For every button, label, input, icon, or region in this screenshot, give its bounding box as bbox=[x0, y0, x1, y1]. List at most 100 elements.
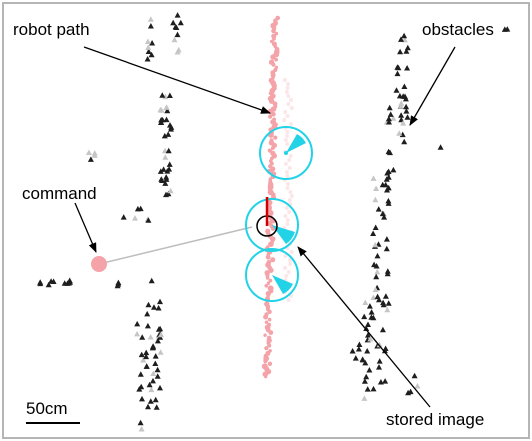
obstacle-point bbox=[387, 111, 394, 117]
obstacle-point bbox=[401, 32, 408, 39]
obstacle-point bbox=[115, 279, 122, 286]
obstacle-point bbox=[385, 184, 392, 191]
obstacle-point bbox=[411, 372, 418, 379]
obstacle-point bbox=[134, 320, 141, 327]
obstacle-point bbox=[149, 40, 156, 46]
robot-path-faint-dot bbox=[285, 218, 290, 222]
robot-path-faint-dot bbox=[284, 274, 289, 278]
obstacle-point bbox=[147, 23, 154, 29]
obstacle-point bbox=[150, 370, 157, 376]
robot-path-faint-dot bbox=[283, 266, 288, 270]
obstacle-point bbox=[376, 364, 382, 370]
obstacle-point bbox=[157, 168, 164, 174]
obstacle-point bbox=[154, 373, 161, 379]
obstacle-point bbox=[352, 355, 359, 361]
robot-path-dot bbox=[265, 273, 270, 278]
obstacle-point bbox=[385, 115, 392, 122]
robot-path-dot bbox=[271, 62, 276, 67]
obstacle-point bbox=[139, 395, 145, 402]
obstacle-point bbox=[366, 303, 373, 309]
stored-image-label: stored image bbox=[386, 410, 484, 429]
obstacle-point bbox=[85, 149, 92, 155]
obstacle-point bbox=[376, 358, 383, 364]
obstacle-point bbox=[150, 344, 156, 350]
robot-path-faint-dot bbox=[289, 98, 293, 102]
obstacle-point bbox=[382, 181, 389, 188]
obstacle-point bbox=[167, 122, 173, 128]
obstacle-point bbox=[362, 359, 369, 366]
robot-path-dot bbox=[273, 135, 278, 140]
obstacle-point bbox=[163, 116, 170, 123]
obstacle-point bbox=[145, 301, 152, 308]
robot-path-label: robot path bbox=[13, 20, 90, 39]
robot-path-faint-dot bbox=[284, 90, 289, 94]
obstacle-point bbox=[138, 426, 145, 432]
obstacle-point bbox=[372, 241, 379, 248]
robot-path-dot bbox=[264, 320, 269, 324]
obstacle-point bbox=[144, 38, 151, 44]
obstacle-point bbox=[145, 217, 152, 223]
robot-path-dot bbox=[263, 314, 269, 320]
obstacle-point bbox=[152, 396, 159, 403]
obstacle-point bbox=[359, 356, 366, 362]
robot-path-dot bbox=[265, 291, 271, 297]
obstacle-point bbox=[403, 108, 410, 114]
obstacle-point bbox=[143, 349, 150, 356]
robot-path-faint-dot bbox=[285, 174, 290, 178]
robot-path-dot bbox=[264, 375, 268, 379]
obstacles-arrow bbox=[409, 46, 456, 126]
robot-path-dot bbox=[267, 309, 272, 314]
obstacle-point bbox=[390, 115, 397, 121]
scale-label: 50cm bbox=[26, 399, 68, 418]
obstacle-point bbox=[382, 293, 389, 299]
obstacle-point bbox=[138, 351, 145, 358]
obstacle-point bbox=[376, 296, 382, 303]
obstacle-point bbox=[364, 348, 371, 354]
robot-path-faint-dot bbox=[288, 190, 293, 194]
robot-path-faint-dot bbox=[287, 210, 292, 214]
obstacle-point bbox=[364, 386, 371, 392]
obstacle-point bbox=[165, 131, 172, 137]
stored-image-marker bbox=[245, 198, 299, 252]
obstacle-point bbox=[162, 154, 169, 160]
obstacle-point bbox=[400, 120, 407, 126]
obstacle-point bbox=[163, 176, 170, 182]
robot-path-faint-dot bbox=[285, 134, 289, 138]
command-point bbox=[91, 256, 107, 272]
obstacle-point bbox=[45, 281, 52, 288]
robot-path-faint-dot bbox=[289, 122, 294, 126]
obstacle-point bbox=[147, 16, 154, 22]
robot-path-faint-trail bbox=[282, 78, 294, 302]
obstacle-point bbox=[370, 385, 377, 392]
obstacle-point bbox=[161, 132, 168, 139]
obstacle-point bbox=[164, 107, 171, 114]
obstacle-point bbox=[144, 56, 151, 62]
obstacle-point bbox=[401, 138, 408, 145]
obstacle-point bbox=[379, 210, 386, 217]
obstacle-point bbox=[157, 384, 163, 391]
obstacle-point bbox=[376, 341, 383, 348]
obstacle-point bbox=[414, 383, 421, 389]
robot-path-faint-dot bbox=[283, 110, 288, 114]
obstacle-point bbox=[61, 280, 68, 286]
obstacle-point bbox=[390, 166, 397, 173]
obstacle-point bbox=[175, 46, 182, 53]
command-label: command bbox=[22, 184, 97, 203]
obstacle-point bbox=[374, 293, 381, 300]
obstacle-point bbox=[139, 334, 146, 340]
robot-path-faint-dot bbox=[283, 162, 288, 166]
obstacle-point bbox=[163, 191, 169, 198]
robot-path-faint-dot bbox=[288, 154, 293, 158]
robot-path-faint-dot bbox=[286, 94, 291, 98]
obstacle-point bbox=[383, 176, 390, 182]
obstacle-point bbox=[404, 114, 411, 120]
obstacle-point bbox=[398, 36, 404, 42]
obstacle-point bbox=[120, 214, 127, 220]
obstacle-point bbox=[395, 64, 402, 71]
obstacle-point bbox=[173, 24, 180, 30]
obstacle-point bbox=[380, 301, 387, 308]
robot-path-faint-dot bbox=[282, 118, 287, 122]
obstacle-point bbox=[400, 93, 407, 99]
obstacle-point bbox=[383, 245, 390, 252]
stored-image-marker bbox=[259, 126, 313, 180]
